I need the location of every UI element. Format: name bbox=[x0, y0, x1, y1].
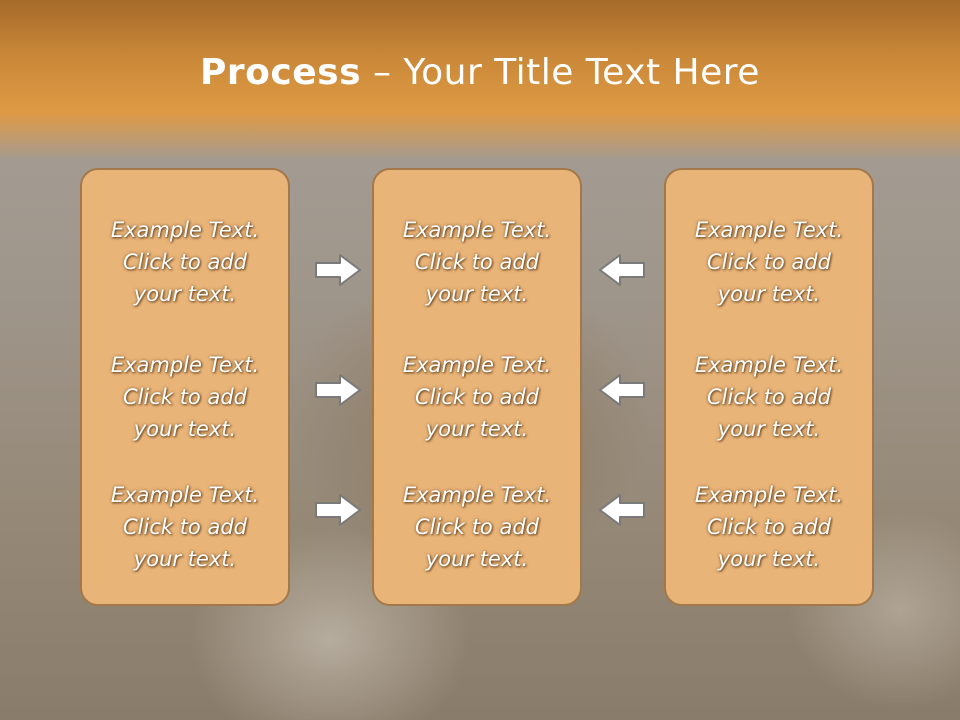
text-line: your text. bbox=[133, 547, 237, 571]
text-line: Click to add bbox=[414, 250, 539, 274]
text-line: Click to add bbox=[414, 515, 539, 539]
arrow-left-icon bbox=[599, 494, 645, 526]
header-band bbox=[0, 0, 960, 160]
text-line: Example Text. bbox=[694, 483, 844, 507]
text-line: Click to add bbox=[122, 250, 247, 274]
text-line: Click to add bbox=[706, 385, 831, 409]
text-line: your text. bbox=[717, 282, 821, 306]
text-line: Example Text. bbox=[402, 353, 552, 377]
arrow-left-icon bbox=[599, 374, 645, 406]
text-line: Example Text. bbox=[110, 353, 260, 377]
text-line: Example Text. bbox=[110, 483, 260, 507]
text-line: Example Text. bbox=[402, 483, 552, 507]
box1-text-3[interactable]: Example Text. Click to add your text. bbox=[82, 479, 288, 575]
text-line: your text. bbox=[717, 547, 821, 571]
arrow-right-icon bbox=[315, 374, 361, 406]
text-line: Click to add bbox=[122, 385, 247, 409]
arrow-left-icon bbox=[599, 254, 645, 286]
title-rest: – Your Title Text Here bbox=[361, 52, 760, 93]
text-line: your text. bbox=[133, 417, 237, 441]
arrow-right-icon bbox=[315, 254, 361, 286]
process-box-2[interactable]: Example Text. Click to add your text. Ex… bbox=[372, 168, 582, 606]
arrow-right-icon bbox=[315, 494, 361, 526]
text-line: Example Text. bbox=[694, 353, 844, 377]
text-line: Click to add bbox=[706, 250, 831, 274]
process-box-1[interactable]: Example Text. Click to add your text. Ex… bbox=[80, 168, 290, 606]
text-line: your text. bbox=[425, 547, 529, 571]
box2-text-1[interactable]: Example Text. Click to add your text. bbox=[374, 214, 580, 310]
slide-title[interactable]: Process – Your Title Text Here bbox=[0, 52, 960, 93]
text-line: Example Text. bbox=[402, 218, 552, 242]
box1-text-1[interactable]: Example Text. Click to add your text. bbox=[82, 214, 288, 310]
text-line: your text. bbox=[717, 417, 821, 441]
text-line: your text. bbox=[425, 282, 529, 306]
text-line: your text. bbox=[425, 417, 529, 441]
box2-text-2[interactable]: Example Text. Click to add your text. bbox=[374, 349, 580, 445]
text-line: Click to add bbox=[414, 385, 539, 409]
box1-text-2[interactable]: Example Text. Click to add your text. bbox=[82, 349, 288, 445]
box3-text-2[interactable]: Example Text. Click to add your text. bbox=[666, 349, 872, 445]
text-line: Click to add bbox=[122, 515, 247, 539]
box2-text-3[interactable]: Example Text. Click to add your text. bbox=[374, 479, 580, 575]
text-line: your text. bbox=[133, 282, 237, 306]
text-line: Example Text. bbox=[694, 218, 844, 242]
text-line: Example Text. bbox=[110, 218, 260, 242]
box3-text-3[interactable]: Example Text. Click to add your text. bbox=[666, 479, 872, 575]
box3-text-1[interactable]: Example Text. Click to add your text. bbox=[666, 214, 872, 310]
text-line: Click to add bbox=[706, 515, 831, 539]
process-box-3[interactable]: Example Text. Click to add your text. Ex… bbox=[664, 168, 874, 606]
title-bold: Process bbox=[200, 52, 362, 93]
